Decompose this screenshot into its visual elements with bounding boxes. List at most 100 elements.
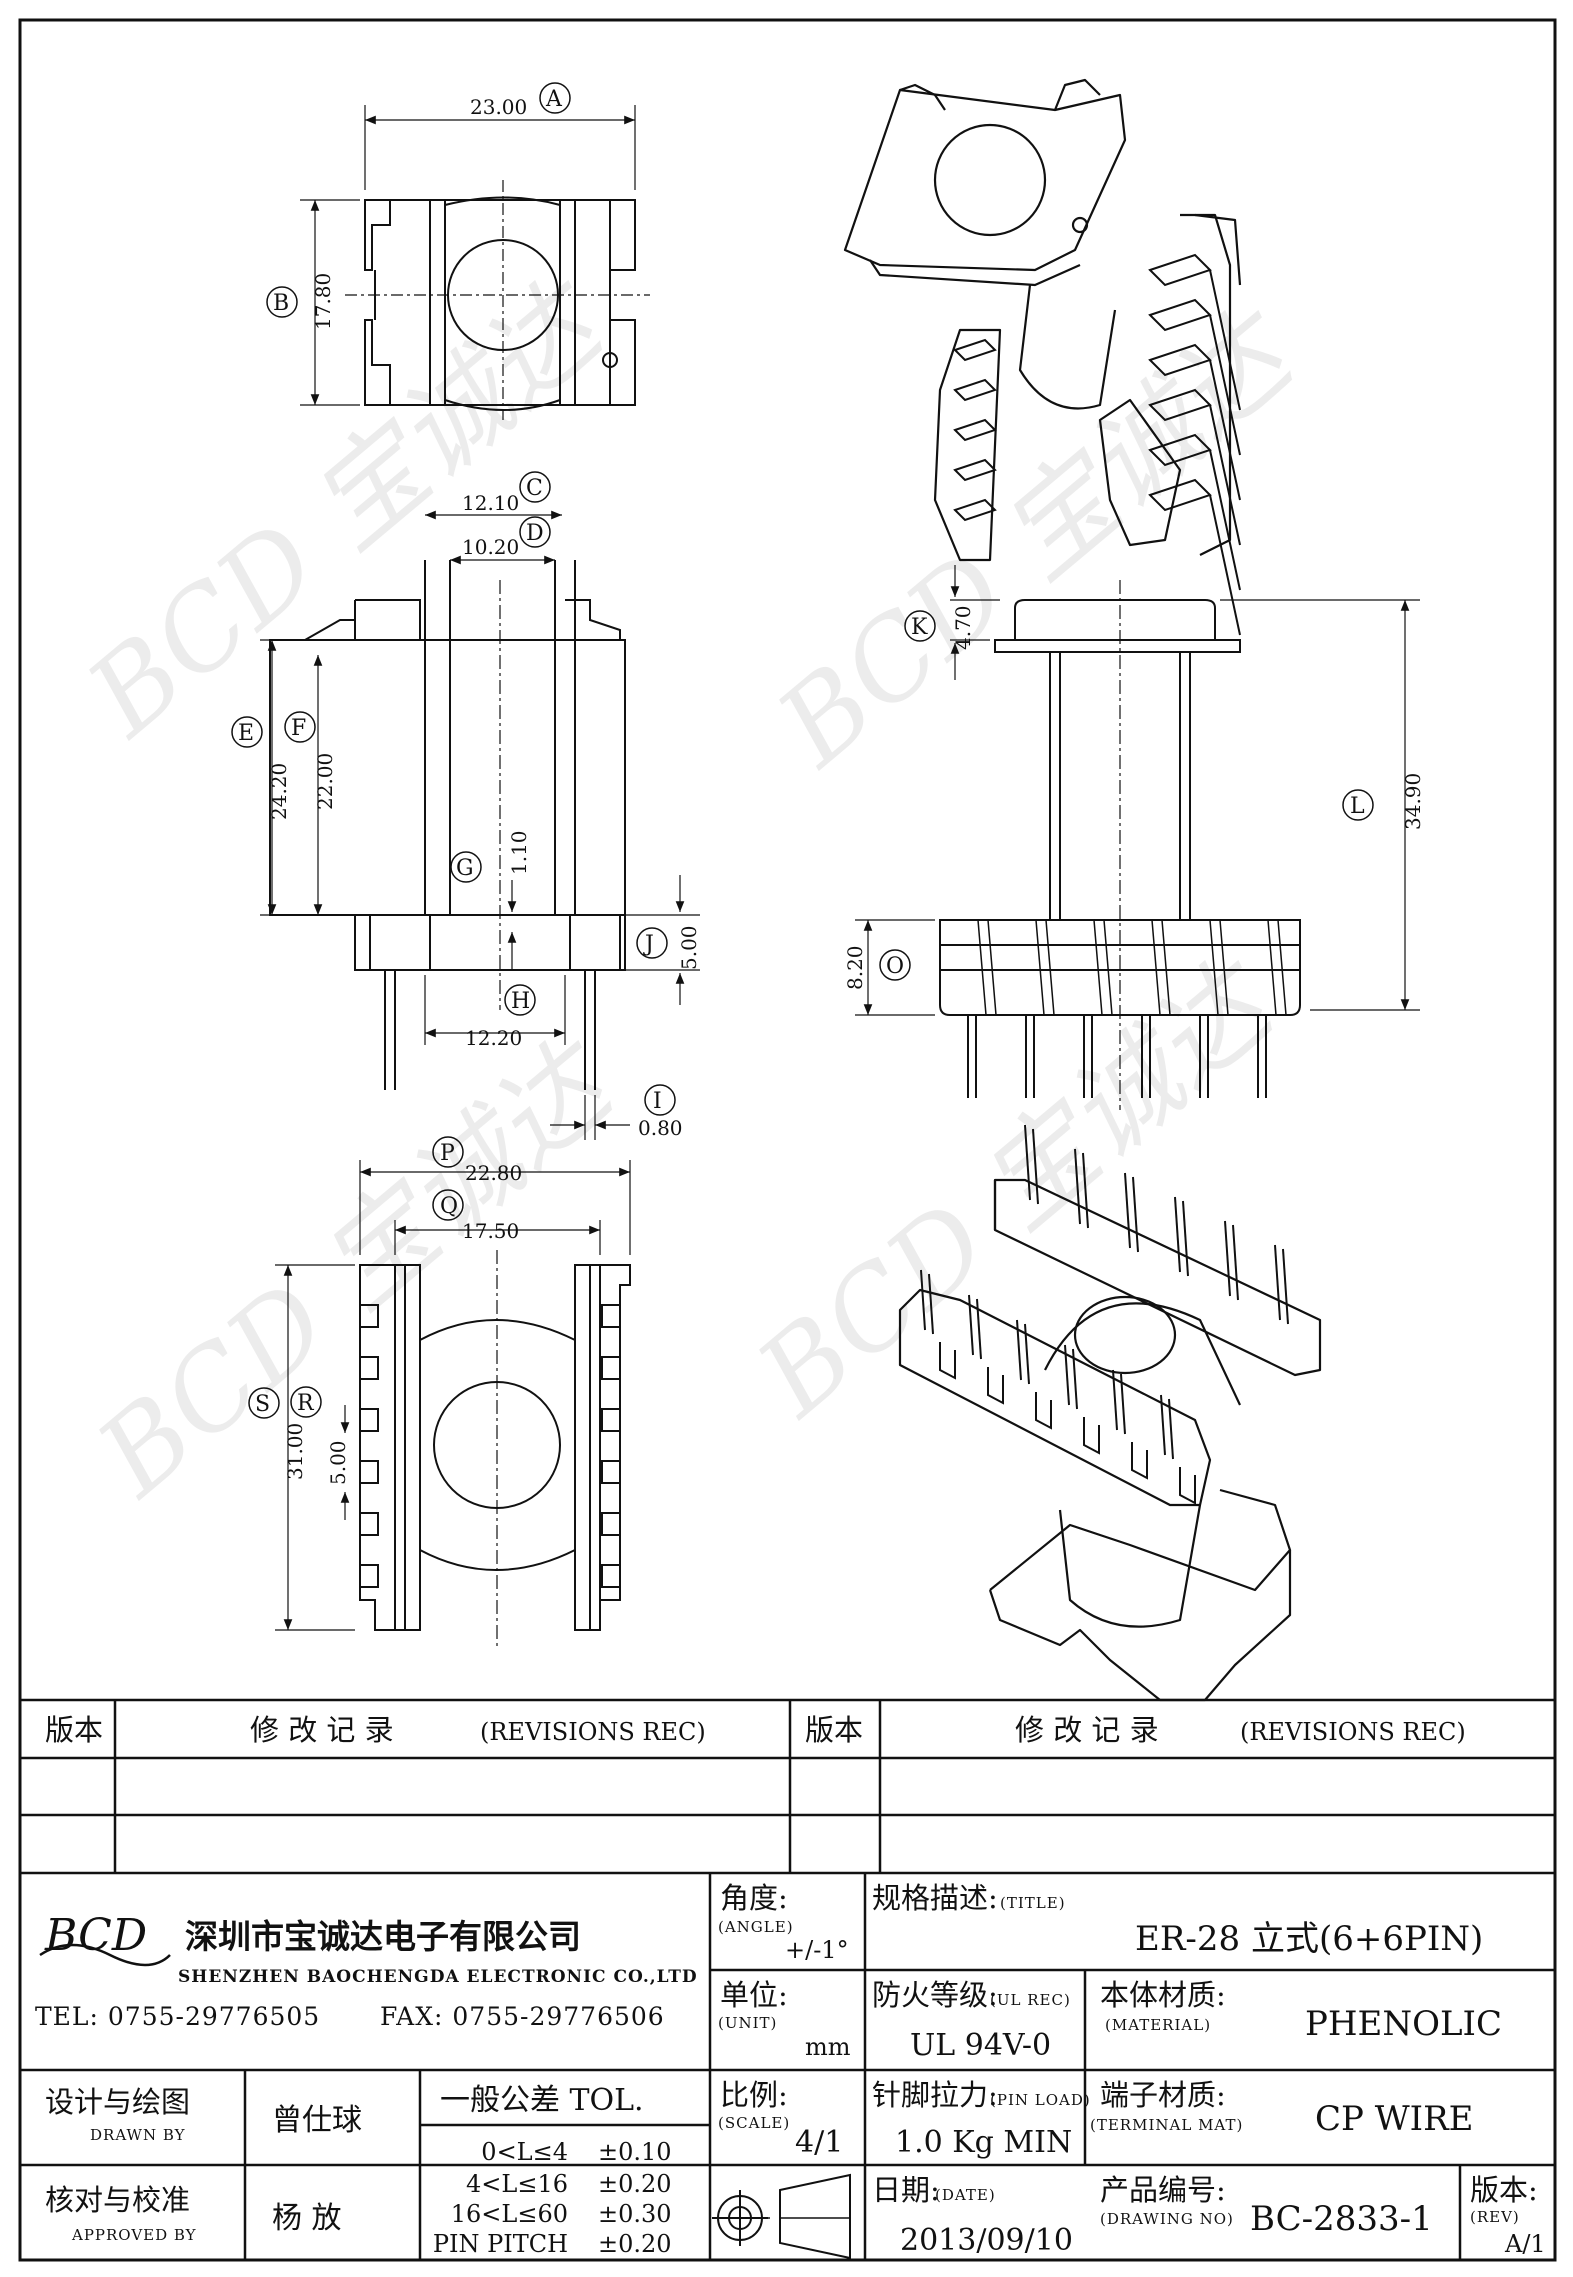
- tolerance-value: ±0.10: [598, 2138, 672, 2166]
- company-fax: FAX: 0755-29776506: [380, 2002, 665, 2031]
- scale-label: 比例:: [720, 2078, 788, 2112]
- outer-border: [18, 18, 1557, 2262]
- drawing-no-label-en: (DRAWING NO): [1100, 2210, 1234, 2228]
- terminal-groove: [1103, 919, 1113, 1016]
- terminal-pin: [1209, 269, 1241, 411]
- svg-text:10.20: 10.20: [462, 535, 519, 559]
- tolerance-label: 一般公差 TOL.: [440, 2083, 644, 2118]
- svg-text:22.80: 22.80: [465, 1161, 522, 1185]
- drawn-label-en: DRAWN BY: [90, 2126, 186, 2144]
- svg-text:I: I: [653, 1089, 662, 1114]
- drawing-no-value: BC-2833-1: [1250, 2199, 1433, 2239]
- bottom-view: [359, 1250, 631, 1650]
- terminal-groove: [1209, 919, 1219, 1016]
- terminal-pin: [928, 1273, 934, 1335]
- company-logo: BCD: [39, 1910, 171, 1967]
- terminal-pin: [1064, 1344, 1070, 1406]
- svg-text:BCD: BCD: [44, 1910, 147, 1961]
- company-name-en: SHENZHEN BAOCHENGDA ELECTRONIC CO.,LTD: [178, 1967, 698, 1987]
- svg-text:5.00: 5.00: [677, 925, 701, 970]
- bobbin-slot: [1131, 1442, 1148, 1480]
- dimension-A: 23.00 A: [364, 82, 636, 190]
- terminal-label: 端子材质:: [1100, 2078, 1226, 2112]
- title-label: 规格描述:: [872, 1881, 998, 1915]
- svg-text:O: O: [886, 954, 904, 979]
- first-angle-projection-icon: [712, 2190, 768, 2246]
- terminal-pin: [1082, 1152, 1089, 1229]
- angle-label-en: (ANGLE): [718, 1918, 794, 1936]
- svg-text:8.20: 8.20: [843, 945, 867, 990]
- terminal-pin: [1224, 1220, 1231, 1297]
- unit-value: mm: [805, 2033, 851, 2061]
- bobbin-slot: [601, 1304, 620, 1328]
- terminal-pin: [1072, 1348, 1078, 1410]
- tolerance-table: 0<L≤4 ±0.10 4<L≤16 ±0.20 16<L≤60 ±0.30 P…: [433, 2138, 672, 2258]
- terminal-groove: [1045, 919, 1055, 1016]
- dimension-D: 10.20 D: [450, 516, 555, 565]
- bottom-view-slots: [360, 1304, 620, 1588]
- dimension-E: 24.20 E: [231, 639, 350, 916]
- bobbin-slot: [601, 1408, 620, 1432]
- terminal-groove: [1267, 919, 1277, 1016]
- terminal-groove: [1277, 919, 1287, 1016]
- dimension-H: 12.20 H: [424, 975, 566, 1050]
- svg-text:12.10: 12.10: [462, 491, 519, 515]
- bobbin-slot: [601, 1564, 620, 1588]
- svg-text:24.20: 24.20: [267, 763, 291, 820]
- side-view: [939, 580, 1301, 1110]
- svg-text:C: C: [526, 476, 543, 501]
- company-tel: TEL: 0755-29776505: [35, 2002, 320, 2031]
- terminal-pin: [920, 1269, 926, 1331]
- company-name-cn: 深圳市宝诚达电子有限公司: [185, 1917, 581, 1956]
- bobbin-slot: [360, 1512, 379, 1536]
- bobbin-fin: [953, 458, 997, 482]
- bobbin-slot: [601, 1512, 620, 1536]
- unit-label-en: (UNIT): [718, 2014, 777, 2032]
- title-label-en: (TITLE): [1000, 1894, 1066, 1912]
- approved-label: 核对与校准: [45, 2183, 190, 2217]
- terminal-pin: [1074, 1148, 1081, 1225]
- angle-value: +/-1°: [785, 1936, 849, 1964]
- rev-label-en: (REV): [1470, 2208, 1520, 2226]
- dimension-L: 34.90 L: [1220, 599, 1425, 1011]
- scale-value: 4/1: [795, 2125, 843, 2160]
- bobbin-slot: [939, 1342, 956, 1380]
- svg-text:4.70: 4.70: [951, 605, 975, 650]
- dimension-S: 31.00 S: [248, 1264, 355, 1631]
- material-value: PHENOLIC: [1305, 2004, 1502, 2044]
- bobbin-fin: [953, 418, 997, 442]
- terminal-pin: [1209, 359, 1241, 501]
- pin-load-label-en: (PIN LOAD): [990, 2091, 1091, 2109]
- isometric-view-top: [843, 78, 1242, 562]
- terminal-groove: [1093, 919, 1103, 1016]
- approved-label-en: APPROVED BY: [71, 2226, 197, 2244]
- isometric-view-bottom: [898, 1178, 1322, 1702]
- bobbin-slot: [360, 1408, 379, 1432]
- svg-text:22.00: 22.00: [313, 753, 337, 810]
- terminal-pin: [968, 1294, 974, 1356]
- svg-text:H: H: [511, 989, 530, 1014]
- svg-text:G: G: [456, 856, 474, 881]
- terminal-groove: [1035, 919, 1045, 1016]
- terminal-pin: [1232, 1224, 1239, 1301]
- terminal-pin: [1209, 449, 1241, 591]
- tolerance-range: PIN PITCH: [433, 2230, 568, 2258]
- revisions-version-label-right: 版本: [805, 1713, 863, 1747]
- terminal-groove: [1161, 919, 1171, 1016]
- terminal-pin: [1132, 1176, 1139, 1253]
- watermark-logo: BCD 宝诚达 BCD 宝诚达 BCD 宝诚达 BCD 宝诚达: [63, 255, 1321, 1521]
- dimension-R: 5.00 R: [290, 1386, 350, 1520]
- svg-text:BCD 宝诚达: BCD 宝诚达: [63, 255, 631, 761]
- svg-text:5.00: 5.00: [326, 1440, 350, 1485]
- terminal-groove: [1219, 919, 1229, 1016]
- tolerance-value: ±0.20: [598, 2170, 672, 2198]
- terminal-groove: [987, 919, 997, 1016]
- svg-text:12.20: 12.20: [465, 1026, 522, 1050]
- revisions-record-en-left: (REVISIONS REC): [480, 1718, 706, 1746]
- svg-text:L: L: [1350, 794, 1365, 819]
- terminal-pin: [1112, 1369, 1118, 1431]
- terminal-value: CP WIRE: [1315, 2099, 1474, 2139]
- svg-text:BCD 宝诚达: BCD 宝诚达: [753, 285, 1321, 791]
- isometric-top-fins: [953, 253, 1241, 636]
